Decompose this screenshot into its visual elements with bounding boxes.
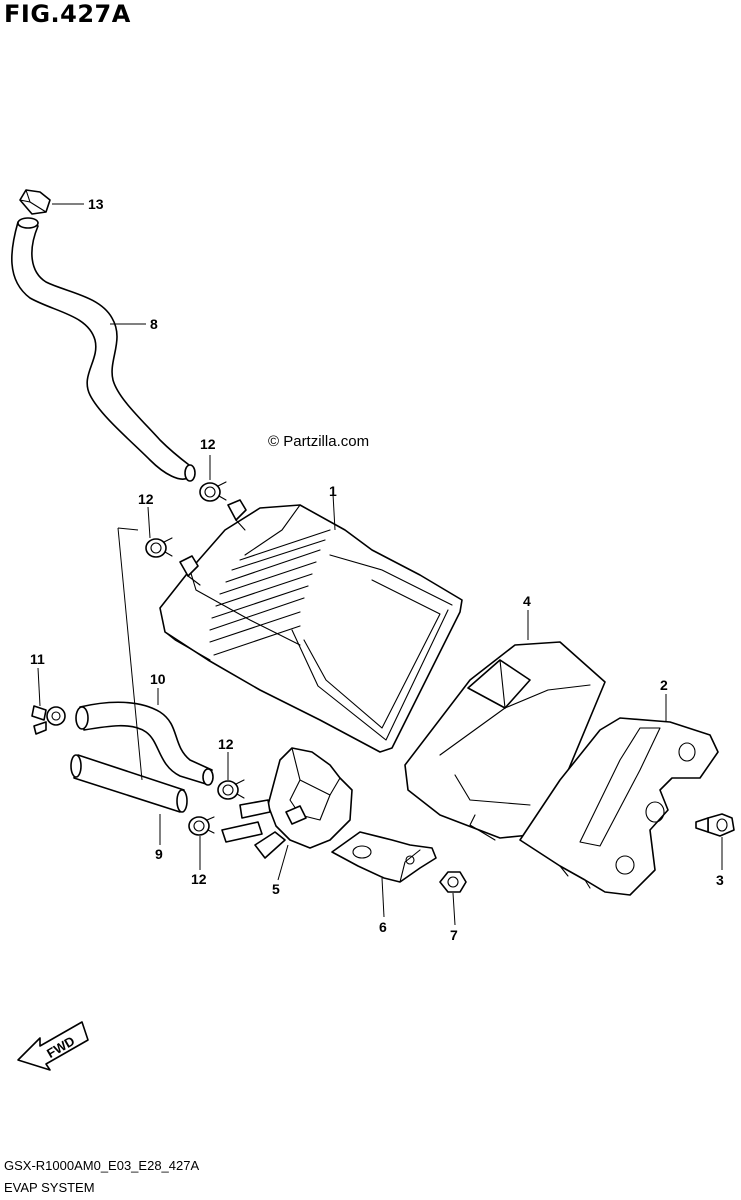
callout-4: 4 (523, 593, 531, 609)
part-8-hose[interactable] (11, 217, 196, 482)
part-11-clamp[interactable] (31, 705, 66, 735)
part-9-hose[interactable] (70, 754, 188, 813)
callout-8: 8 (150, 316, 158, 332)
leader-lines (37, 203, 723, 926)
part-12-clamp-mid[interactable] (145, 537, 173, 558)
figure-title: FIG.427A (4, 0, 131, 28)
callout-3: 3 (716, 872, 724, 888)
part-5-valve[interactable] (221, 747, 353, 859)
callout-6: 6 (379, 919, 387, 935)
part-3-bolt[interactable] (695, 813, 735, 837)
callout-11: 11 (30, 651, 45, 667)
callout-1: 1 (329, 483, 337, 499)
part-6-bracket[interactable] (331, 831, 437, 883)
part-2-bracket[interactable] (519, 717, 719, 896)
callout-7: 7 (450, 927, 458, 943)
callout-10: 10 (150, 671, 166, 687)
part-12-clamp-top[interactable] (199, 481, 227, 502)
callout-12-mid: 12 (138, 491, 154, 507)
callout-12-top: 12 (200, 436, 216, 452)
callout-12-low-lower: 12 (191, 871, 207, 887)
callout-5: 5 (272, 881, 280, 897)
system-name: EVAP SYSTEM (4, 1180, 95, 1195)
model-code: GSX-R1000AM0_E03_E28_427A (4, 1158, 200, 1173)
part-12-clamp-low-upper[interactable] (217, 779, 245, 800)
part-13-clip[interactable] (19, 189, 51, 215)
callout-13: 13 (88, 196, 104, 212)
callout-12-low-upper: 12 (218, 736, 234, 752)
callout-2: 2 (660, 677, 668, 693)
part-7-nut[interactable] (439, 871, 467, 893)
part-10-hose[interactable] (75, 701, 214, 786)
watermark: © Partzilla.com (268, 433, 369, 450)
callout-9: 9 (155, 846, 163, 862)
part-12-clamp-low-lower[interactable] (188, 816, 215, 836)
part-1-canister[interactable] (159, 499, 463, 753)
callouts: 13 8 12 12 1 4 2 11 10 12 9 12 5 6 7 3 (30, 196, 724, 943)
fwd-arrow: FWD (17, 1021, 89, 1071)
